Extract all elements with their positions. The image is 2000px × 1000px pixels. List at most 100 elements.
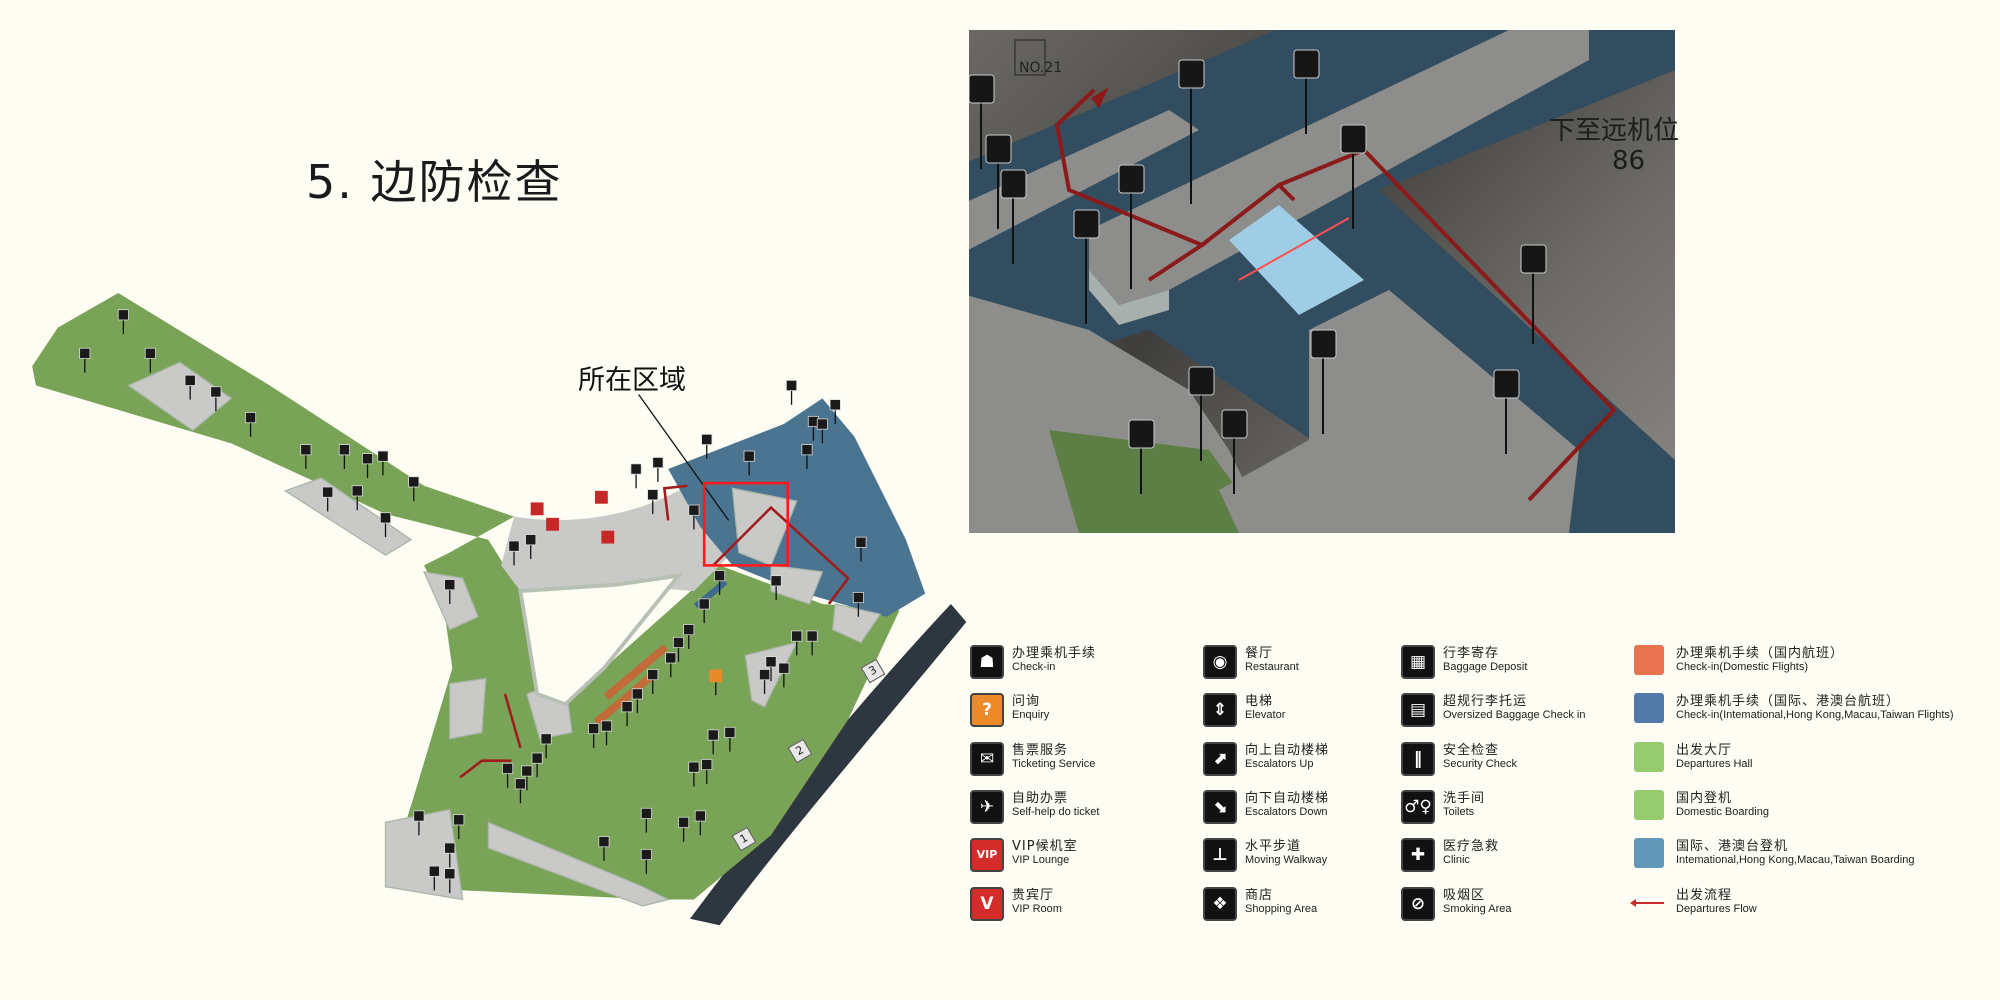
map-sign-icon xyxy=(245,412,257,424)
map-sign-icon xyxy=(444,868,456,880)
check-in-sign-icon xyxy=(1128,419,1155,449)
map-sign-icon xyxy=(631,688,643,700)
map-sign-icon xyxy=(694,810,706,822)
legend-label-cn: 国际、港澳台登机 xyxy=(1676,839,1789,854)
escalator-down-sign-icon xyxy=(1000,169,1027,199)
map-sign-icon xyxy=(322,486,334,498)
legend-label-cn: 办理乘机手续（国内航班） xyxy=(1676,646,1845,661)
elevator-icon: ⇕ xyxy=(1203,693,1237,727)
map-sign-icon xyxy=(598,836,610,848)
oversized-baggage-icon: ▤ xyxy=(1401,693,1435,727)
moving-walkway-icon: ⊥ xyxy=(1203,838,1237,872)
ticketing-icon: ✉ xyxy=(970,742,1004,776)
map-sign-icon xyxy=(707,729,719,741)
map-sign-icon xyxy=(786,379,798,392)
map-sign-icon xyxy=(338,444,350,456)
legend-label-en: Baggage Deposit xyxy=(1443,661,1528,673)
detail-inset: NO.21 xyxy=(969,30,1675,533)
legend-label-en: Ticketing Service xyxy=(1012,758,1096,770)
toilets-icon: ♂♀ xyxy=(1401,790,1435,824)
map-sign-icon xyxy=(701,433,713,445)
legend-label-cn: 自助办票 xyxy=(1012,791,1069,806)
page-title: 5. 边防检查 xyxy=(306,155,563,209)
smoking-icon: ⊘ xyxy=(1401,887,1435,921)
legend-label-en: Moving Walkway xyxy=(1245,854,1328,866)
legend-label-cn: 贵宾厅 xyxy=(1012,888,1055,903)
vip-sign-icon xyxy=(601,530,615,544)
map-sign-icon xyxy=(778,662,790,674)
map-sign-icon xyxy=(531,752,543,764)
map-sign-icon xyxy=(647,669,659,681)
legend-label-cn: 向下自动楼梯 xyxy=(1245,791,1330,806)
baggage-sign-icon xyxy=(1188,366,1215,396)
map-sign-icon xyxy=(444,842,456,854)
legend-label-cn: 电梯 xyxy=(1245,694,1274,709)
map-sign-icon xyxy=(806,630,818,642)
legend-label-cn: 洗手间 xyxy=(1443,791,1486,806)
security-check-icon: ‖ xyxy=(1401,742,1435,776)
enquiry-icon: ? xyxy=(970,693,1004,727)
color-swatch-icon xyxy=(1634,838,1664,868)
map-sign-icon xyxy=(502,762,514,774)
security-sign-icon xyxy=(1073,209,1100,239)
map-sign-icon xyxy=(588,723,600,735)
vip-sign-icon xyxy=(546,517,559,531)
legend-label-cn: 办理乘机手续（国际、港澳台航班） xyxy=(1676,694,1901,709)
map-sign-icon xyxy=(678,816,690,828)
departures-flow xyxy=(459,484,850,779)
map-sign-icon xyxy=(630,463,642,475)
legend-label-cn: 问询 xyxy=(1012,694,1041,709)
map-sign-icon xyxy=(855,536,867,548)
color-swatch-icon xyxy=(1634,742,1664,772)
current-area-marker xyxy=(702,481,789,567)
map-sign-icon xyxy=(521,765,533,777)
escalator-down-icon: ⬊ xyxy=(1203,790,1237,824)
map-sign-icon xyxy=(698,598,710,610)
map-sign-icon xyxy=(377,450,389,462)
map-sign-icon xyxy=(600,720,613,732)
color-swatch-icon xyxy=(1634,645,1664,675)
shop-icon: ❖ xyxy=(1203,887,1237,921)
map-sign-icon xyxy=(714,570,726,582)
vip-sign-icon xyxy=(530,502,544,516)
color-swatch-icon xyxy=(1634,790,1664,820)
map-sign-icon xyxy=(444,579,456,591)
map-sign-icon xyxy=(759,669,771,681)
legend-label-cn: 国内登机 xyxy=(1676,791,1733,806)
legend-label-en: Departures Flow xyxy=(1676,903,1757,915)
remote-stand-note: 下至远机位 xyxy=(1549,116,1680,146)
check-in-icon: ☗ xyxy=(970,645,1004,679)
map-sign-icon xyxy=(144,347,156,359)
legend-label-en: Check-in(Intemational,Hong Kong,Macau,Ta… xyxy=(1676,709,1954,721)
atrium-void xyxy=(518,573,684,707)
legend-label-en: Intemational,Hong Kong,Macau,Taiwan Boar… xyxy=(1676,854,1915,866)
map-sign-icon xyxy=(829,399,841,411)
map-sign-icon xyxy=(688,504,700,516)
map-sign-icon xyxy=(508,540,520,552)
color-swatch-icon xyxy=(1634,693,1664,723)
map-sign-icon xyxy=(525,534,537,546)
legend-label-cn: 吸烟区 xyxy=(1443,888,1486,903)
vip-room-icon: V xyxy=(970,887,1004,921)
legend-label-en: Smoking Area xyxy=(1443,903,1512,915)
vip-sign-icon xyxy=(709,669,723,683)
escalator-up-sign-icon xyxy=(969,74,995,104)
current-area-label: 所在区域 xyxy=(578,365,686,396)
map-sign-icon xyxy=(816,418,828,430)
map-sign-icon xyxy=(672,636,685,649)
restaurant-icon: ◉ xyxy=(1203,645,1237,679)
map-sign-icon xyxy=(413,810,425,822)
map-sign-icon xyxy=(770,575,782,587)
walkway-sign-icon xyxy=(1520,244,1547,274)
legend-label-en: VIP Room xyxy=(1012,903,1062,915)
map-sign-icon xyxy=(428,865,440,877)
legend-label-cn: 商店 xyxy=(1245,888,1274,903)
map-sign-icon xyxy=(540,733,552,745)
escalator-up-sign-icon xyxy=(985,134,1012,164)
legend-label-en: Domestic Boarding xyxy=(1676,806,1769,818)
international-area xyxy=(668,398,926,617)
map-sign-icon xyxy=(640,807,652,819)
legend-label-en: Shopping Area xyxy=(1245,903,1318,915)
legend-label-en: Oversized Baggage Check in xyxy=(1443,709,1586,721)
legend-label-en: Security Check xyxy=(1443,758,1517,770)
